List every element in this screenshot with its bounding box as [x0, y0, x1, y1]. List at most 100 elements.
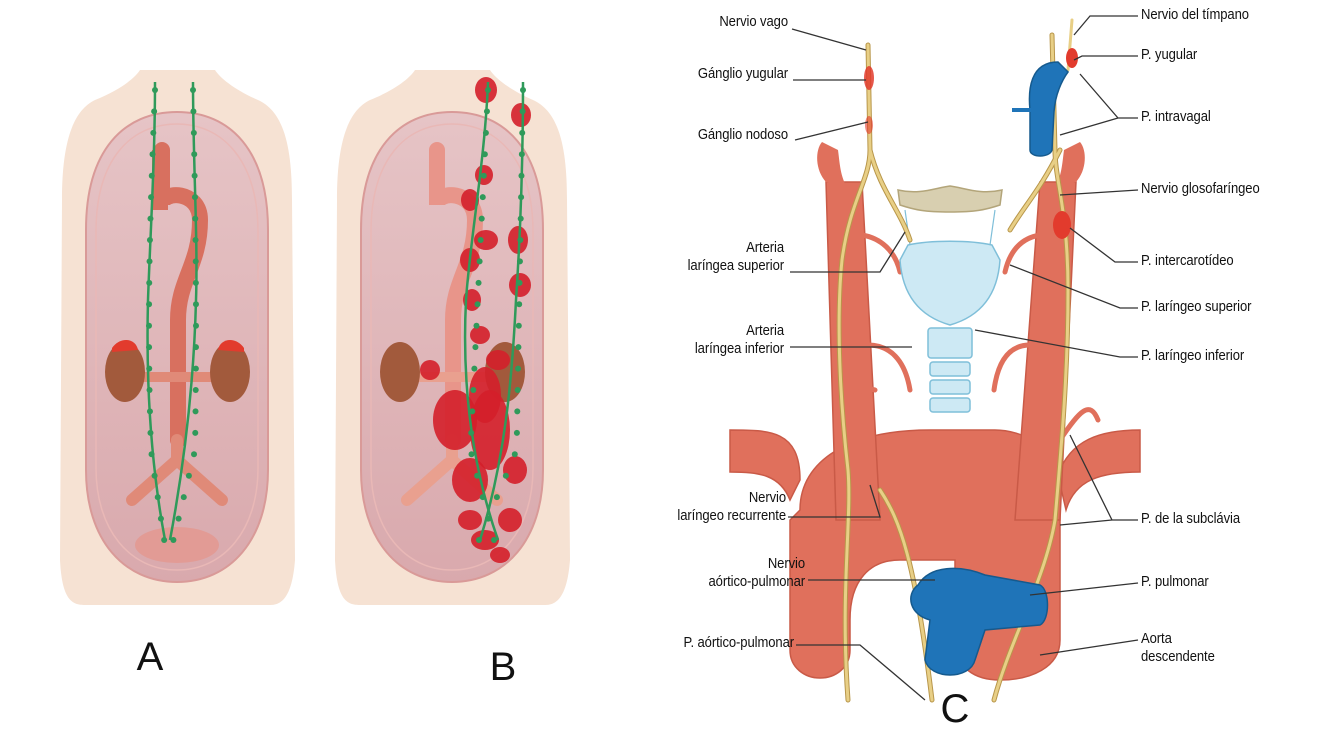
chain-bead: [470, 387, 476, 393]
panel-a-torso: [60, 70, 295, 605]
chain-bead: [150, 151, 156, 157]
chain-bead: [518, 173, 524, 179]
panel-c-letter: C: [941, 687, 970, 725]
paraganglioma-mass: [474, 230, 498, 250]
chain-bead: [146, 280, 152, 286]
label-nervio-laringeo-recurrente-1: Nervio: [619, 490, 786, 507]
label-arteria-laringea-superior-1: Arteria: [618, 240, 784, 257]
panel-c-neck-anatomy: [730, 20, 1140, 700]
chain-bead: [468, 430, 474, 436]
chain-bead: [149, 451, 155, 457]
chain-bead: [192, 216, 198, 222]
label-arteria-laringea-superior-2: laríngea superior: [618, 258, 784, 275]
label-nervio-aortico-pulmonar-2: aórtico-pulmonar: [621, 574, 806, 591]
chain-bead: [475, 301, 481, 307]
chain-bead: [478, 237, 484, 243]
chain-bead: [515, 344, 521, 350]
chain-bead: [503, 473, 509, 479]
chain-bead: [152, 473, 158, 479]
label-arteria-laringea-inferior-1: Arteria: [618, 323, 784, 340]
chain-bead: [474, 473, 480, 479]
carotid-bifurcation-left-c: [817, 142, 848, 190]
chain-bead: [193, 258, 199, 264]
label-nervio-vago: Nervio vago: [619, 14, 788, 31]
chain-bead: [517, 258, 523, 264]
label-nervio-laringeo-recurrente-2: laríngeo recurrente: [619, 508, 786, 525]
chain-bead: [147, 408, 153, 414]
hyoid-bone-c: [898, 186, 1002, 212]
chain-bead: [514, 408, 520, 414]
chain-bead: [146, 323, 152, 329]
paraganglioma-mass: [420, 360, 440, 380]
chain-bead: [161, 537, 167, 543]
tracheal-ring-2-c: [930, 380, 970, 394]
chain-bead: [480, 494, 486, 500]
panel-b-letter: B: [490, 645, 517, 689]
label-p-intravagal: P. intravagal: [1141, 109, 1211, 126]
chain-bead: [472, 344, 478, 350]
chain-bead: [193, 323, 199, 329]
chain-bead: [512, 451, 518, 457]
label-p-de-la-subclavia: P. de la subclávia: [1141, 511, 1240, 528]
chain-bead: [516, 301, 522, 307]
paraganglioma-mass: [458, 510, 482, 530]
jugular-ganglion-c: [864, 66, 874, 90]
panel-a-letter: A: [137, 635, 164, 679]
bladder-a: [135, 527, 219, 563]
chain-bead: [191, 451, 197, 457]
label-aorta-descendente-1: Aorta: [1141, 631, 1172, 648]
chain-bead: [146, 366, 152, 372]
chain-bead: [481, 173, 487, 179]
panel-b-torso: [335, 70, 570, 605]
chain-bead: [515, 387, 521, 393]
chain-bead: [479, 216, 485, 222]
label-aorta-descendente-2: descendente: [1141, 649, 1215, 666]
carotid-artery-left-c: [826, 182, 880, 520]
chain-bead: [193, 387, 199, 393]
label-p-intercarotideo: P. intercarotídeo: [1141, 253, 1234, 270]
chain-bead: [147, 216, 153, 222]
chain-bead: [151, 108, 157, 114]
chain-bead: [476, 280, 482, 286]
chain-bead: [477, 258, 483, 264]
label-ganglio-nodoso: Gánglio nodoso: [619, 127, 788, 144]
chain-bead: [518, 194, 524, 200]
paraganglioma-mass: [498, 508, 522, 532]
chain-bead: [469, 408, 475, 414]
cricoid-cartilage-c: [928, 328, 972, 358]
chain-bead: [520, 87, 526, 93]
label-nervio-del-timpano: Nervio del tímpano: [1141, 7, 1249, 24]
chain-bead: [181, 494, 187, 500]
label-p-yugular: P. yugular: [1141, 47, 1197, 64]
chain-bead: [191, 151, 197, 157]
chain-bead: [190, 108, 196, 114]
jugular-vein-c: [1029, 62, 1068, 156]
chain-bead: [494, 494, 500, 500]
chain-bead: [473, 323, 479, 329]
label-p-laringeo-inferior: P. laríngeo inferior: [1141, 348, 1244, 365]
chain-bead: [482, 151, 488, 157]
tracheal-ring-3-c: [930, 398, 970, 412]
chain-bead: [191, 130, 197, 136]
chain-bead: [483, 130, 489, 136]
subclavian-artery-right-c: [1058, 430, 1140, 510]
chain-bead: [190, 87, 196, 93]
jugular-paraganglion-c: [1066, 48, 1078, 68]
chain-bead: [192, 194, 198, 200]
chain-bead: [193, 280, 199, 286]
chain-bead: [515, 366, 521, 372]
paraganglioma-mass: [511, 103, 531, 127]
chain-bead: [519, 130, 525, 136]
chain-bead: [485, 87, 491, 93]
chain-bead: [484, 108, 490, 114]
paraganglioma-mass: [470, 326, 490, 344]
chain-bead: [176, 516, 182, 522]
label-p-laringeo-superior: P. laríngeo superior: [1141, 299, 1251, 316]
chain-bead: [146, 301, 152, 307]
chain-bead: [471, 366, 477, 372]
paraganglioma-mass: [490, 547, 510, 563]
chain-bead: [514, 430, 520, 436]
chain-bead: [148, 194, 154, 200]
label-p-pulmonar: P. pulmonar: [1141, 574, 1209, 591]
